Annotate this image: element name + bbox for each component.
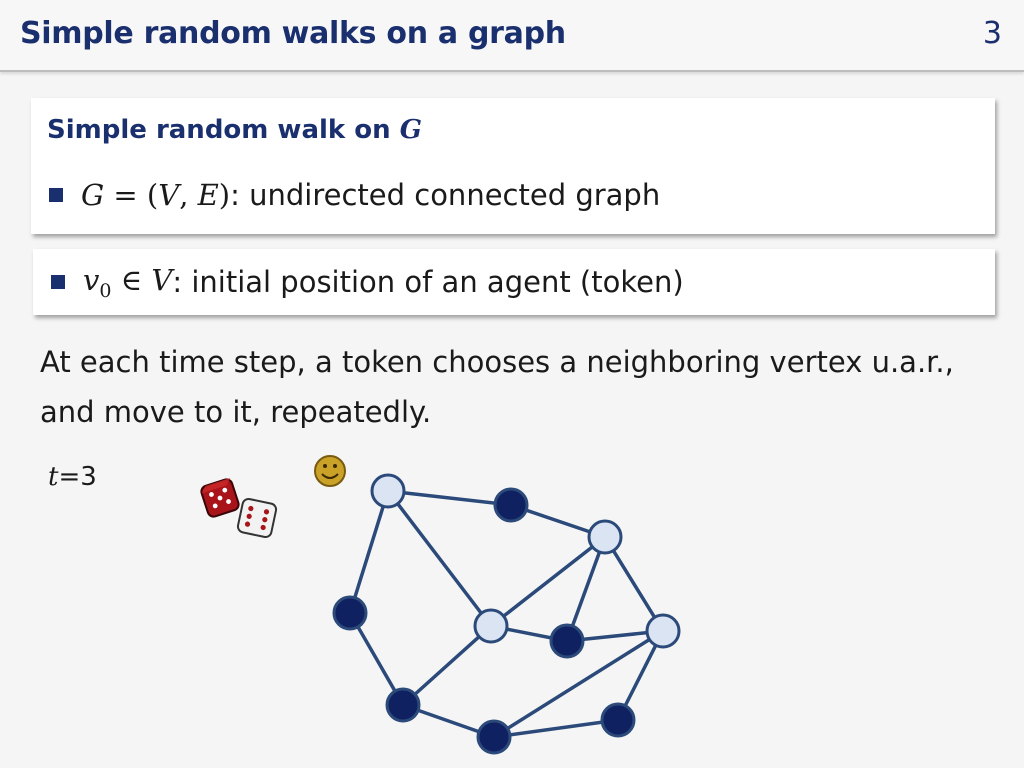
graph-edge xyxy=(387,489,512,507)
graph-node-visited xyxy=(473,608,509,644)
time-step-label: t=3 xyxy=(48,462,97,492)
math-E: E xyxy=(197,178,219,212)
math-v: v xyxy=(83,263,100,297)
graph-node-visited xyxy=(370,473,406,509)
graph-node xyxy=(600,702,636,738)
definition-box: Simple random walk on G G = (V, E): undi… xyxy=(31,98,995,234)
graph-edge xyxy=(493,629,664,739)
math-close: ) xyxy=(218,178,231,212)
initial-position-box: v0 ∈ V: initial position of an agent (to… xyxy=(33,249,995,315)
graph-edge xyxy=(348,612,405,706)
time-value: =3 xyxy=(58,462,97,492)
initial-bullet: v0 ∈ V: initial position of an agent (to… xyxy=(51,263,684,302)
graph-definition-math: G = (V, E) xyxy=(81,178,230,212)
description-line-2: and move to it, repeatedly. xyxy=(40,395,432,429)
slide-header: Simple random walks on a graph 3 xyxy=(0,0,1024,72)
math-G: G xyxy=(81,178,105,212)
graph-edge xyxy=(348,490,390,614)
page-number: 3 xyxy=(982,16,1002,51)
definition-heading-text: Simple random walk on xyxy=(47,115,400,145)
graph-edge xyxy=(386,489,493,628)
definition-bullet: G = (V, E): undirected connected graph xyxy=(49,178,660,212)
initial-math: v0 ∈ V xyxy=(83,263,172,302)
math-comma: , xyxy=(179,178,198,212)
math-in: ∈ xyxy=(111,263,152,297)
smiley-icon xyxy=(314,455,346,487)
dice-icon xyxy=(200,477,278,539)
bullet-square-icon xyxy=(51,275,65,290)
graph-node xyxy=(385,687,421,723)
graph-node xyxy=(476,719,512,755)
math-V-set: V xyxy=(151,263,173,297)
slide-title: Simple random walks on a graph xyxy=(20,16,566,51)
graph-node xyxy=(493,487,529,523)
definition-heading: Simple random walk on G xyxy=(47,115,422,145)
graph-node xyxy=(549,623,585,659)
graph-node-visited xyxy=(587,519,623,555)
initial-text: : initial position of an agent (token) xyxy=(172,265,684,300)
math-sub-0: 0 xyxy=(99,279,112,302)
description-line-1: At each time step, a token chooses a nei… xyxy=(40,345,954,379)
math-eq-open: = ( xyxy=(104,178,159,212)
bullet-square-icon xyxy=(49,188,63,202)
graph-node-visited xyxy=(645,613,681,649)
graph-edge xyxy=(565,536,607,642)
graph-nodes xyxy=(332,473,681,755)
definition-heading-var: G xyxy=(399,115,422,145)
graph-node xyxy=(332,595,368,631)
time-var: t xyxy=(48,462,59,492)
description-text: At each time step, a token chooses a nei… xyxy=(40,337,1000,437)
math-V: V xyxy=(158,178,180,212)
graph-edge xyxy=(603,536,665,632)
graph-definition-text: : undirected connected graph xyxy=(230,178,661,212)
graph-edge xyxy=(401,624,493,707)
graph-edge xyxy=(493,718,619,739)
graph-edge xyxy=(489,535,607,628)
